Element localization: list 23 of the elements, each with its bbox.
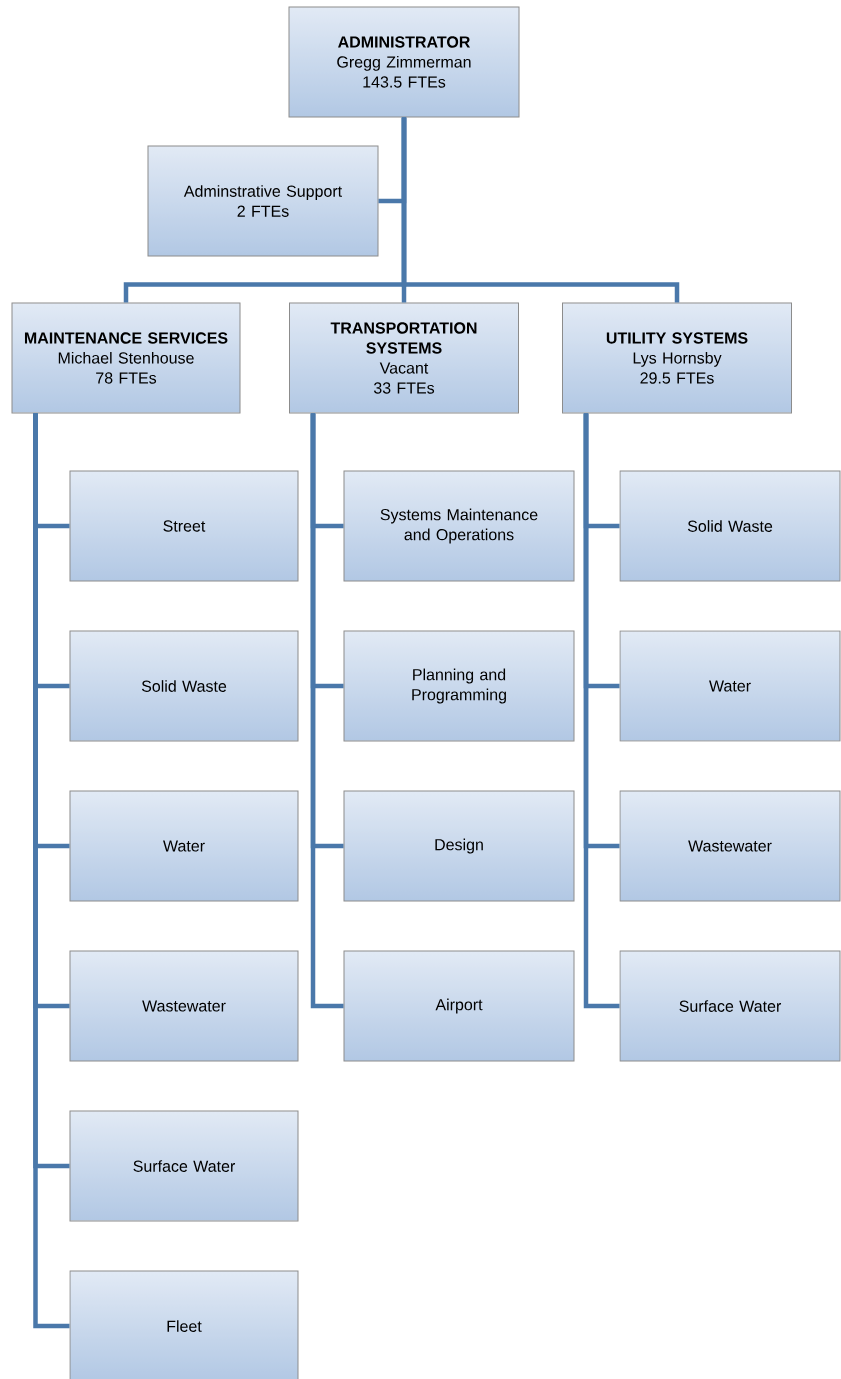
department-box: MAINTENANCE SERVICES Michael Stenhouse 78 FTEs (11, 302, 241, 414)
unit-box: Wastewater (69, 950, 299, 1062)
department-box: TRANSPORTATION SYSTEMS Vacant 33 FTEs (289, 302, 519, 414)
unit-box: Solid Waste (619, 470, 841, 582)
department-box: UTILITY SYSTEMS Lys Hornsby 29.5 FTEs (562, 302, 792, 414)
unit-box: Water (69, 790, 299, 902)
unit-box: Wastewater (619, 790, 841, 902)
unit-box: Planning and Programming (343, 630, 575, 742)
department-box: ADMINISTRATOR Gregg Zimmerman 143.5 FTEs (288, 6, 520, 118)
connector-line (310, 413, 344, 1009)
unit-box: Solid Waste (69, 630, 299, 742)
unit-box: Fleet (69, 1270, 299, 1379)
unit-box: Airport (343, 950, 575, 1062)
unit-box: Street (69, 470, 299, 582)
unit-box: Design (343, 790, 575, 902)
unit-box: Surface Water (69, 1110, 299, 1222)
unit-box: Surface Water (619, 950, 841, 1062)
department-box: Adminstrative Support 2 FTEs (147, 145, 379, 257)
connector-line (33, 413, 70, 1329)
connector-line (401, 117, 680, 303)
connector-line (583, 413, 620, 1009)
unit-box: Systems Maintenance and Operations (343, 470, 575, 582)
unit-box: Water (619, 630, 841, 742)
